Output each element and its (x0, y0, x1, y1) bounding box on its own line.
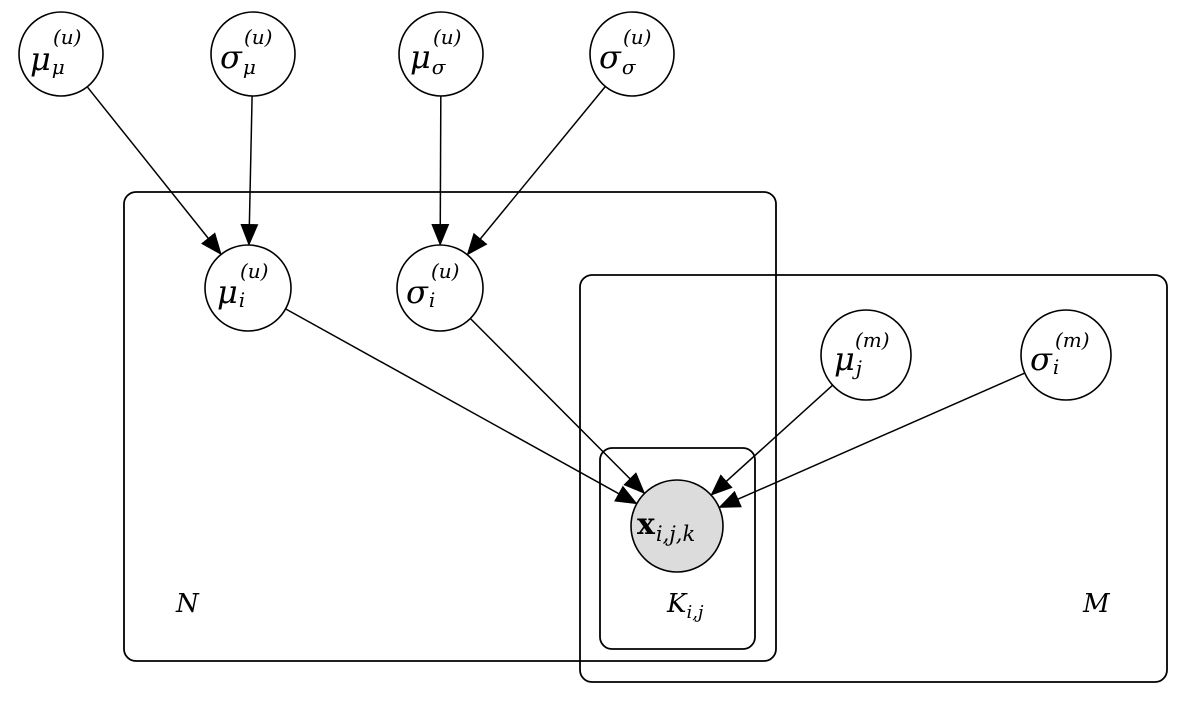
node-sub: i (1053, 355, 1059, 379)
edges (86, 85, 1026, 508)
plate-k-label: Ki,j (666, 589, 704, 623)
node-sup: (u) (244, 25, 273, 49)
node-mu-mu-u: μμ (u) (18, 11, 104, 97)
node-sup: (u) (431, 259, 460, 283)
node-base: x (637, 507, 656, 542)
node-base: σ (599, 38, 622, 76)
edge-mu-sigma-u-to-sigma-i-u (431, 95, 450, 247)
node-base: σ (406, 273, 429, 311)
node-base: σ (1030, 340, 1053, 378)
node-circle (396, 244, 484, 332)
node-sigma-mu-u: σμ (u) (210, 11, 296, 97)
node-label: σi (1030, 340, 1059, 379)
node-base: μ (217, 273, 238, 311)
node-base: μ (834, 340, 855, 378)
node-circle (204, 244, 292, 332)
edge-sigma-sigma-u-to-sigma-i-u (466, 85, 606, 256)
edge-mu-j-m-to-x-ijk (710, 384, 834, 496)
node-label: μi (217, 273, 245, 312)
node-label: μμ (30, 40, 65, 79)
node-sub: μ (52, 55, 65, 79)
node-sup: (u) (53, 25, 82, 49)
node-base: μ (410, 38, 431, 76)
node-label: xi,j,k (637, 507, 695, 546)
node-mu-sigma-u: μσ (u) (398, 11, 484, 97)
node-label: μj (834, 340, 862, 380)
node-sup: (m) (1055, 328, 1090, 352)
plate-k (599, 447, 756, 650)
node-sub: i,j,k (656, 522, 695, 546)
node-label: σi (406, 273, 435, 312)
node-sub: μ (243, 55, 256, 79)
edge-sigma-mu-u-to-mu-i-u (240, 95, 259, 247)
plate-m-label: M (1082, 589, 1111, 619)
edge-mu-mu-u-to-mu-i-u (86, 86, 222, 256)
edge-sigma-i-m-to-x-ijk (718, 372, 1026, 508)
node-circle (398, 11, 484, 97)
node-sigma-i-u: σi (u) (396, 244, 484, 332)
node-sup: (u) (623, 25, 652, 49)
node-sub: σ (432, 55, 447, 79)
node-sub: i (239, 288, 245, 312)
node-circle (210, 11, 296, 97)
node-sub: i (429, 288, 435, 312)
node-sub: j (852, 356, 862, 380)
node-circle (1020, 309, 1112, 401)
node-sup: (u) (433, 25, 462, 49)
node-mu-j-m: μj (m) (820, 309, 912, 401)
node-sup: (m) (855, 328, 890, 352)
node-sub: σ (622, 55, 637, 79)
node-base: μ (30, 40, 51, 78)
node-sigma-sigma-u: σσ (u) (589, 11, 675, 97)
node-circle-observed (630, 479, 724, 573)
plate-k-label-base: K (666, 589, 688, 619)
plate-m (579, 274, 1168, 683)
node-circle (589, 11, 675, 97)
node-label: σσ (599, 38, 637, 79)
node-x-ijk: xi,j,k (630, 479, 724, 573)
node-circle (18, 11, 104, 97)
edge-mu-i-u-to-x-ijk (285, 308, 638, 505)
node-sup: (u) (240, 259, 269, 283)
node-mu-i-u: μi (u) (204, 244, 292, 332)
plate-n (123, 191, 777, 662)
node-label: σμ (220, 38, 256, 79)
node-label: μσ (410, 38, 447, 79)
node-base: σ (220, 38, 243, 76)
edge-sigma-i-u-to-x-ijk (469, 317, 646, 495)
node-sigma-i-m: σi (m) (1020, 309, 1112, 401)
plate-n-label: N (175, 589, 200, 619)
node-circle (820, 309, 912, 401)
plate-k-label-sub: i,j (686, 602, 703, 623)
